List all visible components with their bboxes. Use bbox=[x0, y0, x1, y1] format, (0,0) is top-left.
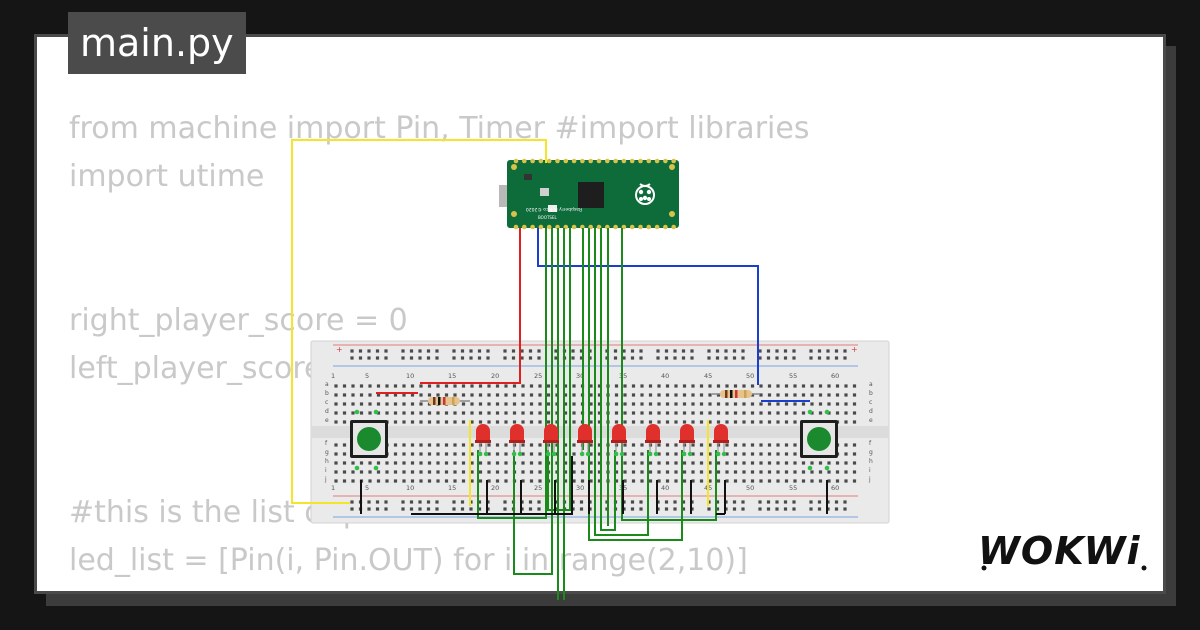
column-label: 25 bbox=[534, 484, 542, 492]
row-label: b bbox=[869, 390, 873, 397]
wokwi-logo-text: WOKWi bbox=[978, 529, 1141, 573]
column-label: 55 bbox=[789, 372, 797, 380]
column-label: 40 bbox=[661, 484, 669, 492]
column-label: 15 bbox=[448, 484, 456, 492]
row-label: e bbox=[869, 417, 873, 424]
column-label: 10 bbox=[406, 484, 414, 492]
column-label: 35 bbox=[619, 372, 627, 380]
wire-green bbox=[594, 228, 649, 536]
column-label: 20 bbox=[491, 484, 499, 492]
column-label: 60 bbox=[831, 372, 839, 380]
column-label: 10 bbox=[406, 372, 414, 380]
wires bbox=[291, 139, 828, 600]
column-label: 1 bbox=[331, 484, 335, 492]
column-label: 45 bbox=[704, 372, 712, 380]
led-red bbox=[509, 424, 525, 457]
wokwi-logo: WOKWi bbox=[978, 529, 1147, 573]
column-label: 5 bbox=[365, 372, 369, 380]
row-label: d bbox=[869, 408, 873, 415]
resistor bbox=[420, 397, 470, 405]
code-line: right_player_score = 0 bbox=[69, 303, 408, 338]
row-label: a bbox=[869, 381, 873, 388]
row-label: i bbox=[869, 467, 871, 474]
wire-green bbox=[513, 228, 553, 575]
wire-green bbox=[621, 228, 717, 521]
pushbutton-left[interactable] bbox=[350, 409, 388, 471]
pushbutton-right[interactable] bbox=[800, 409, 838, 471]
row-label: c bbox=[325, 399, 328, 406]
row-label: g bbox=[869, 449, 873, 456]
row-label: h bbox=[869, 458, 873, 465]
row-label: e bbox=[325, 417, 329, 424]
wire-yellow bbox=[291, 139, 547, 504]
row-label: i bbox=[325, 467, 327, 474]
row-label: f bbox=[325, 440, 328, 447]
led-red bbox=[543, 424, 559, 457]
pico-board: BOOTSEL Raspberry Pi Pico ©2020 bbox=[499, 158, 679, 230]
code-line: import utime bbox=[69, 159, 265, 194]
column-label: 55 bbox=[789, 484, 797, 492]
row-label: j bbox=[868, 476, 871, 483]
column-label: 30 bbox=[576, 484, 584, 492]
column-label: 40 bbox=[661, 372, 669, 380]
pico-label: Raspberry Pi Pico ©2020 bbox=[526, 206, 582, 213]
wire-red bbox=[420, 228, 521, 384]
code-line: led_list = [Pin(i, Pin.OUT) for i in ran… bbox=[69, 543, 748, 578]
column-label: 60 bbox=[831, 484, 839, 492]
wire-black bbox=[411, 456, 573, 515]
row-labels: a b c d e f g h i j a b c d e f g h i j bbox=[324, 381, 873, 483]
row-label: f bbox=[869, 440, 872, 447]
svg-text:+: + bbox=[336, 345, 343, 354]
resistor bbox=[712, 390, 760, 398]
row-label: d bbox=[325, 408, 329, 415]
column-label: 30 bbox=[576, 372, 584, 380]
row-label: c bbox=[869, 399, 872, 406]
wire-green bbox=[600, 228, 616, 531]
row-label: b bbox=[325, 390, 329, 397]
column-label: 20 bbox=[491, 372, 499, 380]
row-label: h bbox=[325, 458, 329, 465]
wire-green bbox=[588, 228, 683, 541]
row-label: j bbox=[324, 476, 327, 483]
led-red bbox=[645, 424, 661, 457]
column-label: 50 bbox=[746, 372, 754, 380]
column-label: 5 bbox=[365, 484, 369, 492]
led-red bbox=[713, 424, 729, 457]
column-label: 15 bbox=[448, 372, 456, 380]
wire-green bbox=[547, 228, 571, 511]
svg-text:+: + bbox=[851, 345, 858, 354]
column-label: 50 bbox=[746, 484, 754, 492]
row-label: a bbox=[325, 381, 329, 388]
wire-blue bbox=[537, 228, 759, 385]
file-tab[interactable]: main.py bbox=[68, 12, 246, 74]
led-group bbox=[475, 424, 729, 457]
led-red bbox=[611, 424, 627, 457]
led-red bbox=[475, 424, 491, 457]
column-label: 25 bbox=[534, 372, 542, 380]
led-red bbox=[577, 424, 593, 457]
wire-green bbox=[477, 228, 547, 519]
led-red bbox=[679, 424, 695, 457]
column-label: 1 bbox=[331, 372, 335, 380]
bootsel-label: BOOTSEL bbox=[538, 215, 557, 220]
row-label: g bbox=[325, 449, 329, 456]
code-line: from machine import Pin, Timer #import l… bbox=[69, 111, 810, 146]
